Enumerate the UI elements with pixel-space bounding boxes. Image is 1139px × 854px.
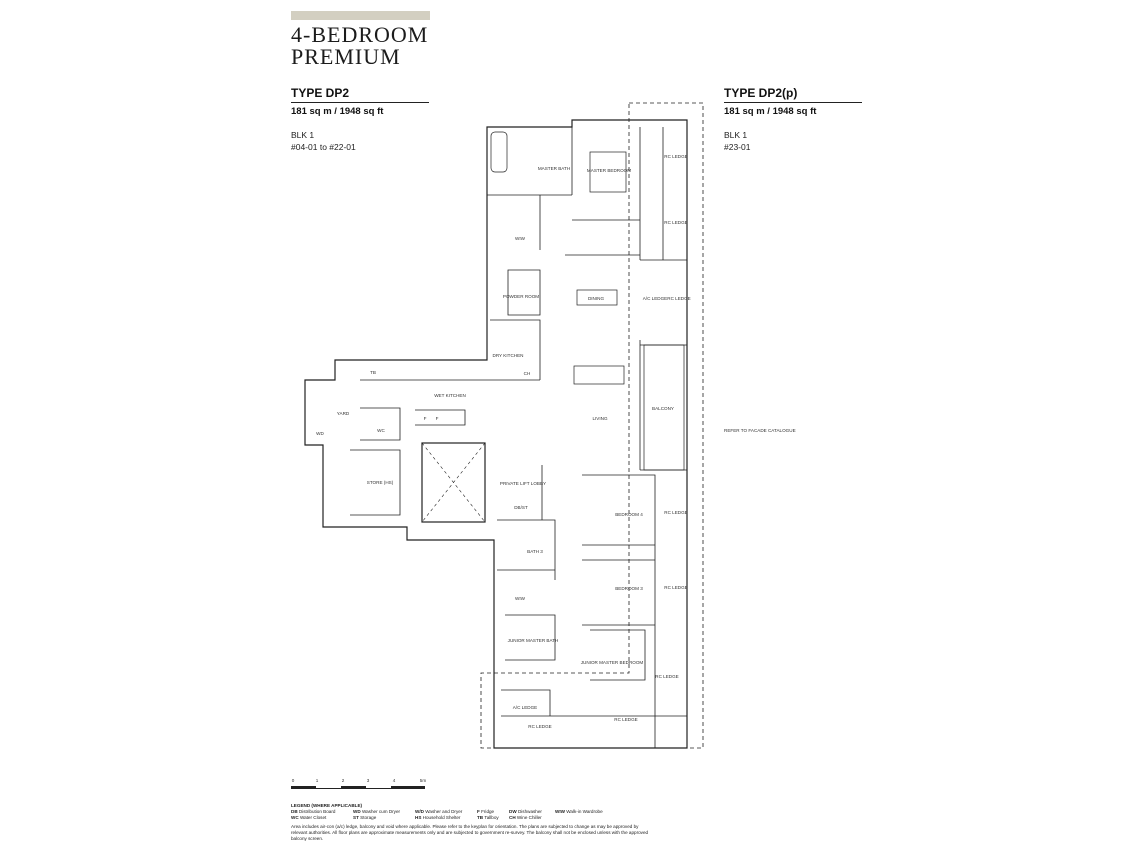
legend-abbr: F <box>477 809 480 814</box>
label-bath-3: BATH 3 <box>527 549 543 554</box>
unit-range: #23-01 <box>724 142 751 152</box>
label-ac-ledge: A/C LEDGE <box>513 705 538 710</box>
label-fridge: F <box>436 416 439 421</box>
label-wet-kitchen: WET KITCHEN <box>434 393 466 398</box>
disclaimer-note: Area includes air-con (a/c) ledge, balco… <box>291 824 649 841</box>
legend-abbr: WD <box>353 809 361 814</box>
label-wd: WD <box>316 431 324 436</box>
label-junior-master-bedroom: JUNIOR MASTER BEDROOM <box>581 660 644 665</box>
label-bedroom-3: BEDROOM 3 <box>615 586 643 591</box>
label-rc-ledge: RC LEDGE <box>664 220 688 225</box>
label-fridge: F <box>424 416 427 421</box>
type-dp2-heading: TYPE DP2 <box>291 86 429 103</box>
label-balcony: BALCONY <box>652 406 674 411</box>
scale-tick: 3 <box>367 778 370 783</box>
legend-abbr: DB <box>291 809 298 814</box>
legend-text: Household Shelter <box>422 815 461 820</box>
legend-text: Wine Chiller <box>516 815 542 820</box>
legend-text: Washer and Dryer <box>425 809 463 814</box>
type-dp2p-heading: TYPE DP2(p) <box>724 86 862 103</box>
label-dry-kitchen: DRY KITCHEN <box>493 353 524 358</box>
label-rc-ledge: RC LEDGE <box>664 510 688 515</box>
legend-heading: LEGEND (WHERE APPLICABLE) <box>291 803 363 808</box>
label-rc-ledge: RC LEDGE <box>664 154 688 159</box>
label-facade-note: REFER TO FACADE CATALOGUE <box>724 428 796 433</box>
label-store: STORE (HS) <box>367 480 394 485</box>
legend-text: Walk-in Wardrobe <box>566 809 603 814</box>
scale-bar: 0 1 2 3 4 5m <box>291 778 426 789</box>
legend-abbr: HS <box>415 815 422 820</box>
label-wiw: WIW <box>515 596 526 601</box>
scale-tick: 4 <box>393 778 396 783</box>
void-box <box>421 442 486 523</box>
label-ch: CH <box>524 371 531 376</box>
facade-boundary-dashed <box>480 102 704 749</box>
legend-text: Tallboy <box>484 815 499 820</box>
balcony-area <box>643 344 685 471</box>
label-rc-ledge: RC LEDGE <box>528 724 552 729</box>
bathtub <box>490 131 508 173</box>
title-line-1: 4-BEDROOM <box>291 22 429 47</box>
legend-abbr: TB <box>477 815 484 820</box>
label-junior-master-bath: JUNIOR MASTER BATH <box>508 638 559 643</box>
type-dp2-area: 181 sq m / 1948 sq ft <box>291 106 384 117</box>
label-wiw: WIW <box>515 236 526 241</box>
label-wc: WC <box>377 428 385 433</box>
label-tb: TB <box>370 370 376 375</box>
legend-abbr: ST <box>353 815 359 820</box>
legend-text: Water Closet <box>299 815 327 820</box>
scale-tick: 0 <box>292 778 295 783</box>
legend-text: Distribution Board <box>298 809 336 814</box>
type-dp2-block: BLK 1 #04-01 to #22-01 <box>291 129 356 153</box>
type-dp2p-area: 181 sq m / 1948 sq ft <box>724 106 817 117</box>
void-cross <box>421 442 486 523</box>
sofa <box>573 365 625 385</box>
legend-row: DB Distribution Board WD Washer cum Dryer… <box>291 809 651 815</box>
legend-abbr: DW <box>509 809 517 814</box>
label-private-lift-lobby: PRIVATE LIFT LOBBY <box>500 481 546 486</box>
unit-range: #04-01 to #22-01 <box>291 142 356 152</box>
scale-tick: 1 <box>316 778 319 783</box>
scale-tick: 5m <box>420 778 427 783</box>
block-label: BLK 1 <box>291 130 315 140</box>
label-master-bath: MASTER BATH <box>538 166 570 171</box>
label-ac-ledge: A/C LEDGE <box>643 296 668 301</box>
dining-table <box>576 289 618 306</box>
legend-row: WC Water Closet ST Storage HS Household Sh… <box>291 815 651 821</box>
label-powder-room: POWDER ROOM <box>503 294 539 299</box>
label-rc-ledge: RC LEDGE <box>614 717 638 722</box>
legend-text: Washer cum Dryer <box>361 809 401 814</box>
legend-abbr: WC <box>291 815 299 820</box>
legend-text: Storage <box>360 815 377 820</box>
label-rc-ledge: RC LEDGE <box>667 296 691 301</box>
interior-walls <box>350 127 687 748</box>
legend-text: Fridge <box>481 809 495 814</box>
legend-abbr: CH <box>509 815 516 820</box>
legend-text: Dishwasher <box>517 809 542 814</box>
label-rc-ledge: RC LEDGE <box>664 585 688 590</box>
outer-wall <box>304 119 688 749</box>
master-bed <box>589 151 627 193</box>
title-line-2: PREMIUM <box>291 44 401 69</box>
label-master-bedroom: MASTER BEDROOM <box>587 168 631 173</box>
label-dining: DINING <box>588 296 605 301</box>
unit-category-title: 4-BEDROOM PREMIUM <box>291 24 428 68</box>
label-rc-ledge: RC LEDGE <box>655 674 679 679</box>
label-yard: YARD <box>337 411 350 416</box>
label-db-st: DB/ST <box>514 505 528 510</box>
legend-abbr: WIW <box>555 809 565 814</box>
label-bedroom-4: BEDROOM 4 <box>615 512 643 517</box>
scale-tick: 2 <box>342 778 345 783</box>
label-living: LIVING <box>592 416 607 421</box>
block-label: BLK 1 <box>724 130 748 140</box>
type-dp2p-block: BLK 1 #23-01 <box>724 129 750 153</box>
legend-abbr: W/D <box>415 809 424 814</box>
legend: LEGEND (WHERE APPLICABLE) DB Distributio… <box>291 803 651 842</box>
header-accent-bar <box>291 11 430 20</box>
